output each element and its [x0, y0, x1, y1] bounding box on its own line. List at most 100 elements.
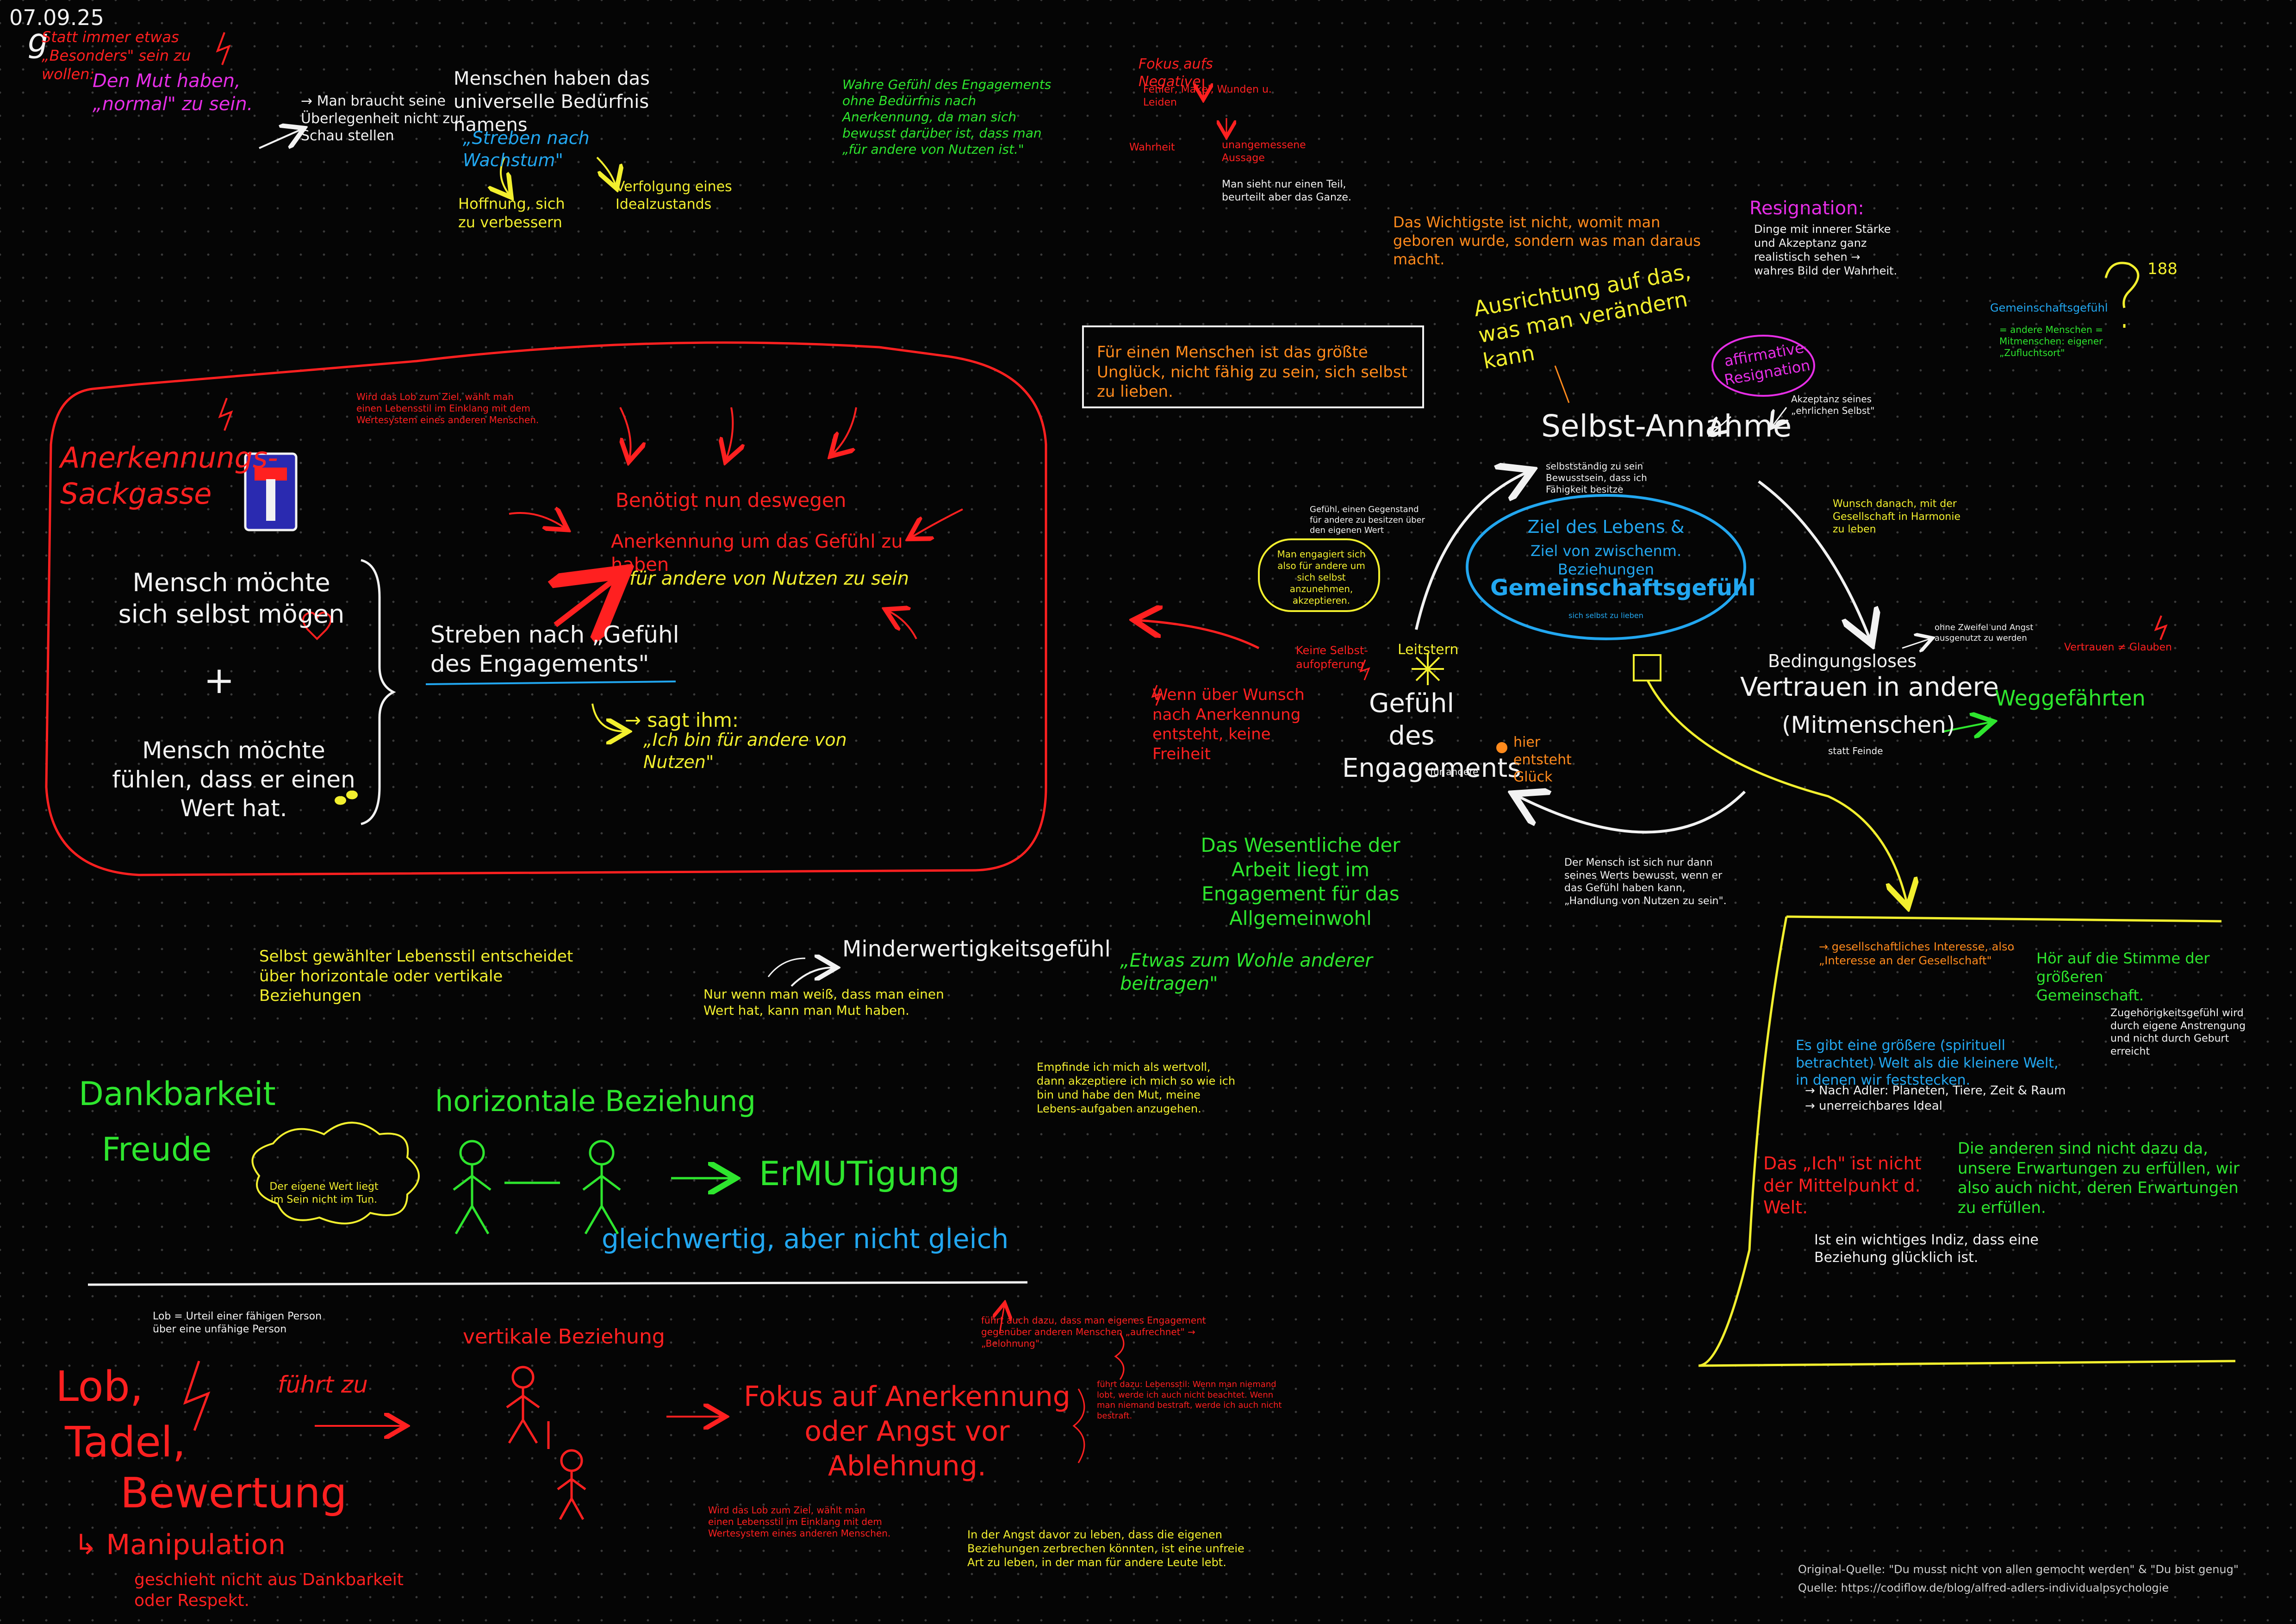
- benoetigt: Benötigt nun deswegen: [616, 489, 846, 512]
- yellow-square-icon: [1633, 654, 1661, 681]
- manipulation: ↳ Manipulation: [74, 1529, 286, 1561]
- stick-figures-vertical: [506, 1366, 586, 1520]
- vertrauen: Vertrauen ≠ Glauben: [2064, 642, 2172, 653]
- hoffnung: Hoffnung, sich zu verbessern: [458, 195, 565, 231]
- wesentliche: Das Wesentliche der Arbeit liegt im Enga…: [1201, 834, 1400, 930]
- zugehoerigkeit: Zugehörigkeitsgefühl wird durch eigene A…: [2110, 1007, 2246, 1057]
- bedingungslos-l2: Vertrauen in andere: [1740, 672, 1999, 702]
- glueck: hier entsteht Glück: [1513, 734, 1572, 785]
- plus: +: [204, 659, 235, 702]
- lob-note-2: Wird das Lob zum Ziel, wählt man einen L…: [708, 1505, 891, 1539]
- nur-wenn: Nur wenn man weiß, dass man einen Wert h…: [703, 987, 944, 1018]
- initial: g: [28, 22, 49, 60]
- beduerfnis-text: Menschen haben das universelle Bedürfnis…: [454, 68, 650, 136]
- selbstannahme: Selbst-Annahme: [1541, 408, 1792, 444]
- ziel-l3: Gemeinschaftsgefühl: [1490, 575, 1756, 601]
- anerkennungs-box: [45, 341, 1047, 876]
- ermutigung: ErMUTigung: [759, 1154, 960, 1193]
- das-ich: Das „Ich" ist nicht der Mittelpunkt d. W…: [1763, 1153, 1922, 1218]
- resignation-text: Dinge mit innerer Stärke und Akzeptanz g…: [1754, 223, 1898, 277]
- lob-l3: Bewertung: [120, 1469, 347, 1518]
- akzeptanz: Akzeptanz seines „ehrlichen Selbst": [1791, 394, 1875, 416]
- etwas-wohle: „Etwas zum Wohle anderer beitragen": [1120, 950, 1373, 994]
- hoer: Hör auf die Stimme der größeren Gemeinsc…: [2036, 949, 2210, 1004]
- brace: [361, 559, 396, 825]
- bossy-note: Statt immer etwas „Besonders" sein zu wo…: [42, 28, 191, 83]
- minderwertigkeit: Minderwertigkeitsgefühl: [842, 936, 1111, 962]
- anerkennungs-title: Anerkennungs-Sackgasse: [60, 441, 278, 511]
- ziel-l2: Ziel von zwischenm. Beziehungen: [1530, 542, 1682, 578]
- unglueck: Für einen Menschen ist das größte Unglüc…: [1097, 343, 1407, 401]
- unglueck-box: [1082, 325, 1424, 408]
- quelle-l1: Original-Quelle: "Du musst nicht von all…: [1798, 1563, 2239, 1576]
- fokus-wahrheit: Wahrheit: [1129, 142, 1175, 153]
- bedingungslos-l4: statt Feinde: [1828, 745, 1883, 756]
- sagt: → sagt ihm:: [625, 709, 739, 731]
- lightning-icon-3: [2154, 615, 2168, 640]
- selbstannahme-note: selbstständig zu sein Bewusstsein, dass …: [1546, 461, 1647, 495]
- heart-icon: [302, 612, 332, 640]
- orange-dot: [1496, 742, 1507, 753]
- lob-urteil: Lob = Urteil einer fähigen Person über e…: [153, 1311, 322, 1335]
- bedingungslos-l3: (Mitmenschen): [1782, 712, 1955, 738]
- ref-188: 188: [2147, 260, 2178, 278]
- der-mensch: Der Mensch ist sich nur dann seines Wert…: [1564, 857, 1727, 907]
- nutzen: für andere von Nutzen zu sein: [629, 568, 909, 589]
- star-icon: [1412, 653, 1444, 685]
- in-der-angst: In der Angst davor zu leben, dass die ei…: [967, 1528, 1244, 1569]
- lob-l1: Lob,: [56, 1362, 143, 1411]
- fuer-andere: für andere: [1430, 766, 1479, 777]
- fokus-aussage: unangemessene Aussage: [1222, 139, 1306, 164]
- gleichwertig: gleichwertig, aber nicht gleich: [602, 1223, 1009, 1255]
- cloud-text: Der eigene Wert liegt im Sein nicht im T…: [269, 1181, 379, 1206]
- gefuehl-engagement: Gefühl des Engagements: [1342, 688, 1521, 783]
- aside-note: → Man braucht seine Überlegenheit nicht …: [301, 93, 465, 144]
- ist-ein: Ist ein wichtiges Indiz, dass eine Bezie…: [1814, 1232, 2039, 1266]
- gemeinschaft-def: = andere Menschen = Mitmenschen: eigener…: [1999, 324, 2103, 358]
- fuehrt-auch: führt auch dazu, dass man eigenes Engage…: [981, 1315, 1206, 1349]
- lightning-icon-5: [1151, 685, 1162, 706]
- freude: Freude: [102, 1131, 212, 1168]
- nach-adler: → Nach Adler: Planeten, Tiere, Zeit & Ra…: [1805, 1084, 2066, 1113]
- ich-bin: „Ich bin für andere von Nutzen": [643, 730, 847, 772]
- ziel-l1: Ziel des Lebens &: [1527, 517, 1685, 537]
- wichtigste: Das Wichtigste ist nicht, womit man gebo…: [1393, 213, 1701, 268]
- streben: Streben nach „Gefühl des Engagements": [430, 621, 679, 677]
- gesell: → gesellschaftliches Interesse, also „In…: [1819, 940, 2015, 967]
- ziel-l4: sich selbst zu lieben: [1568, 611, 1643, 620]
- question-mark-icon: [2104, 262, 2140, 328]
- engagiert-oval: [1258, 538, 1380, 612]
- resignation-title: Resignation:: [1749, 198, 1864, 219]
- geschieht: geschieht nicht aus Dankbarkeit oder Res…: [134, 1570, 404, 1610]
- lob-l2: Tadel,: [65, 1418, 186, 1467]
- leitstern: Leitstern: [1398, 642, 1459, 658]
- wunsch: Wunsch danach, mit der Gesellschaft in H…: [1833, 498, 1960, 535]
- quelle-l2: Quelle: https://codiflow.de/blog/alfred-…: [1798, 1581, 2169, 1594]
- horizontale: horizontale Beziehung: [435, 1084, 756, 1118]
- bedingungslos-l1: Bedingungsloses: [1768, 651, 1917, 671]
- gefuehl-note: Gefühl, einen Gegenstand für andere zu b…: [1310, 505, 1425, 535]
- date: 07.09.25: [9, 5, 104, 30]
- moegen: Mensch möchte sich selbst mögen: [118, 568, 345, 629]
- stick-figures-horizontal: [453, 1140, 731, 1235]
- engagiert: Man engagiert sich also für andere um si…: [1277, 549, 1366, 606]
- right-bracket: [1698, 915, 2236, 1367]
- wahres-gefuehl: Wahre Gefühl des Engagements ohne Bedürf…: [842, 77, 1052, 157]
- ohne-zweifel: ohne Zweifel und Angst ausgenutzt zu wer…: [1935, 623, 2034, 643]
- fuehlen: Mensch möchte fühlen, dass er einen Wert…: [112, 737, 355, 822]
- fokus-title: Fokus aufs Negative: [1139, 56, 1213, 90]
- selbst-gewaehlter: Selbst gewählter Lebensstil entscheidet …: [259, 947, 573, 1005]
- coins-icon: [335, 790, 358, 805]
- lightning-icon: [216, 32, 231, 65]
- es-gibt: Es gibt eine größere (spirituell betrach…: [1796, 1037, 2059, 1088]
- fokus-anerkennung: Fokus auf Anerkennung oder Angst vor Abl…: [744, 1380, 1070, 1482]
- wachstum: „Streben nach Wachstum": [463, 128, 590, 170]
- gemeinschaft-title: Gemeinschaftsgefühl: [1990, 301, 2108, 314]
- fokus-text: Man sieht nur einen Teil, beurteilt aber…: [1222, 179, 1351, 203]
- empfinde: Empfinde ich mich als wertvoll, dann akz…: [1037, 1061, 1236, 1115]
- mut-note: Den Mut haben, „normal" zu sein.: [93, 70, 253, 115]
- andere-nicht: Die anderen sind nicht dazu da, unsere E…: [1958, 1139, 2240, 1217]
- affirmative-ellipse: [1711, 335, 1815, 397]
- thought-cloud: [251, 1122, 420, 1224]
